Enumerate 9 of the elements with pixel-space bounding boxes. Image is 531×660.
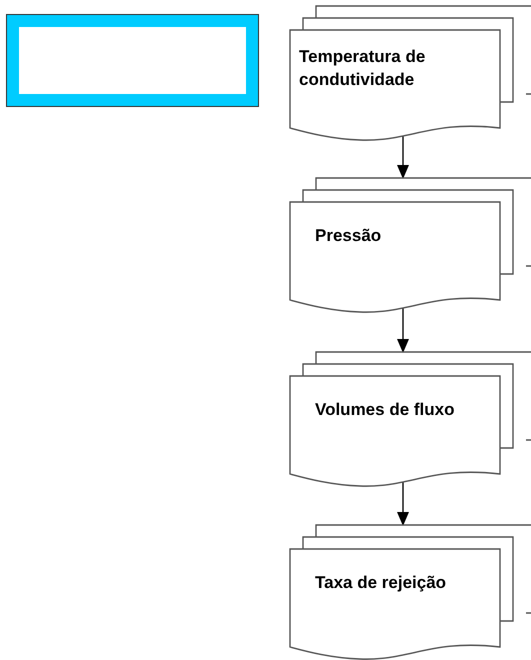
arrow [397, 482, 409, 526]
step-label: Pressão [315, 225, 382, 247]
step-label: Volumes de fluxo [315, 399, 456, 421]
multi-document-shape [289, 524, 531, 660]
step-label: Temperatura de condutividade [299, 46, 426, 91]
arrow [397, 308, 409, 353]
empty-box [7, 15, 258, 106]
arrow [397, 136, 409, 179]
step-label: Taxa de rejeição [315, 572, 448, 594]
